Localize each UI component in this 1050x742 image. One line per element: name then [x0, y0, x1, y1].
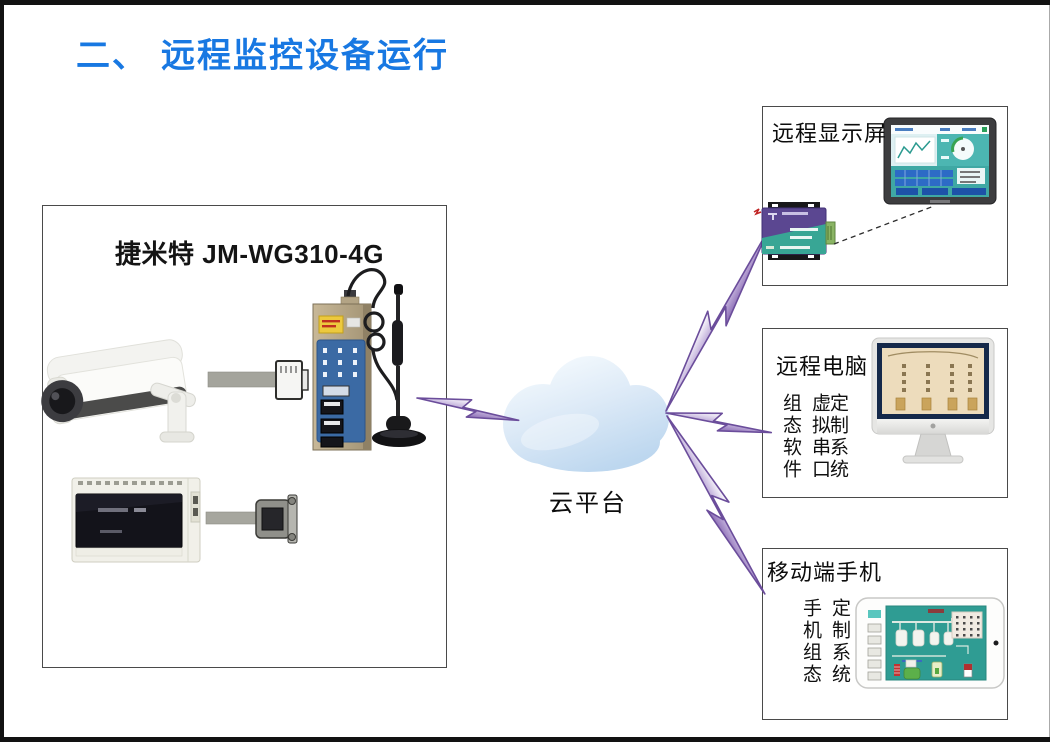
lightning-bolt-cloud-to-pc	[665, 405, 773, 439]
lightning-bolt-cloud-to-display	[657, 224, 775, 417]
mobile-feature-2: 定制系统	[829, 598, 850, 686]
remote-pc-feature-3: 定制系统	[827, 393, 848, 481]
cloud-label: 云平台	[549, 490, 627, 517]
remote-pc-feature-2: 虚拟串口	[809, 393, 830, 481]
gateway-box-title: 捷米特 JM-WG310-4G	[115, 239, 384, 269]
lightning-bolt-cloud-to-mobile	[656, 411, 778, 598]
remote-pc-feature-1: 组态软件	[780, 393, 801, 481]
mobile-label: 移动端手机	[767, 560, 883, 585]
gateway-group-box	[42, 205, 447, 668]
mobile-feature-1: 手机组态	[800, 598, 821, 686]
page-title-text: 远程监控设备运行	[161, 37, 449, 75]
cloud-icon	[503, 356, 669, 472]
remote-display-label: 远程显示屏	[772, 121, 888, 146]
page-title-prefix: 二、	[76, 37, 148, 75]
page-title: 二、 远程监控设备运行	[76, 28, 449, 77]
remote-pc-label: 远程电脑	[776, 354, 869, 379]
